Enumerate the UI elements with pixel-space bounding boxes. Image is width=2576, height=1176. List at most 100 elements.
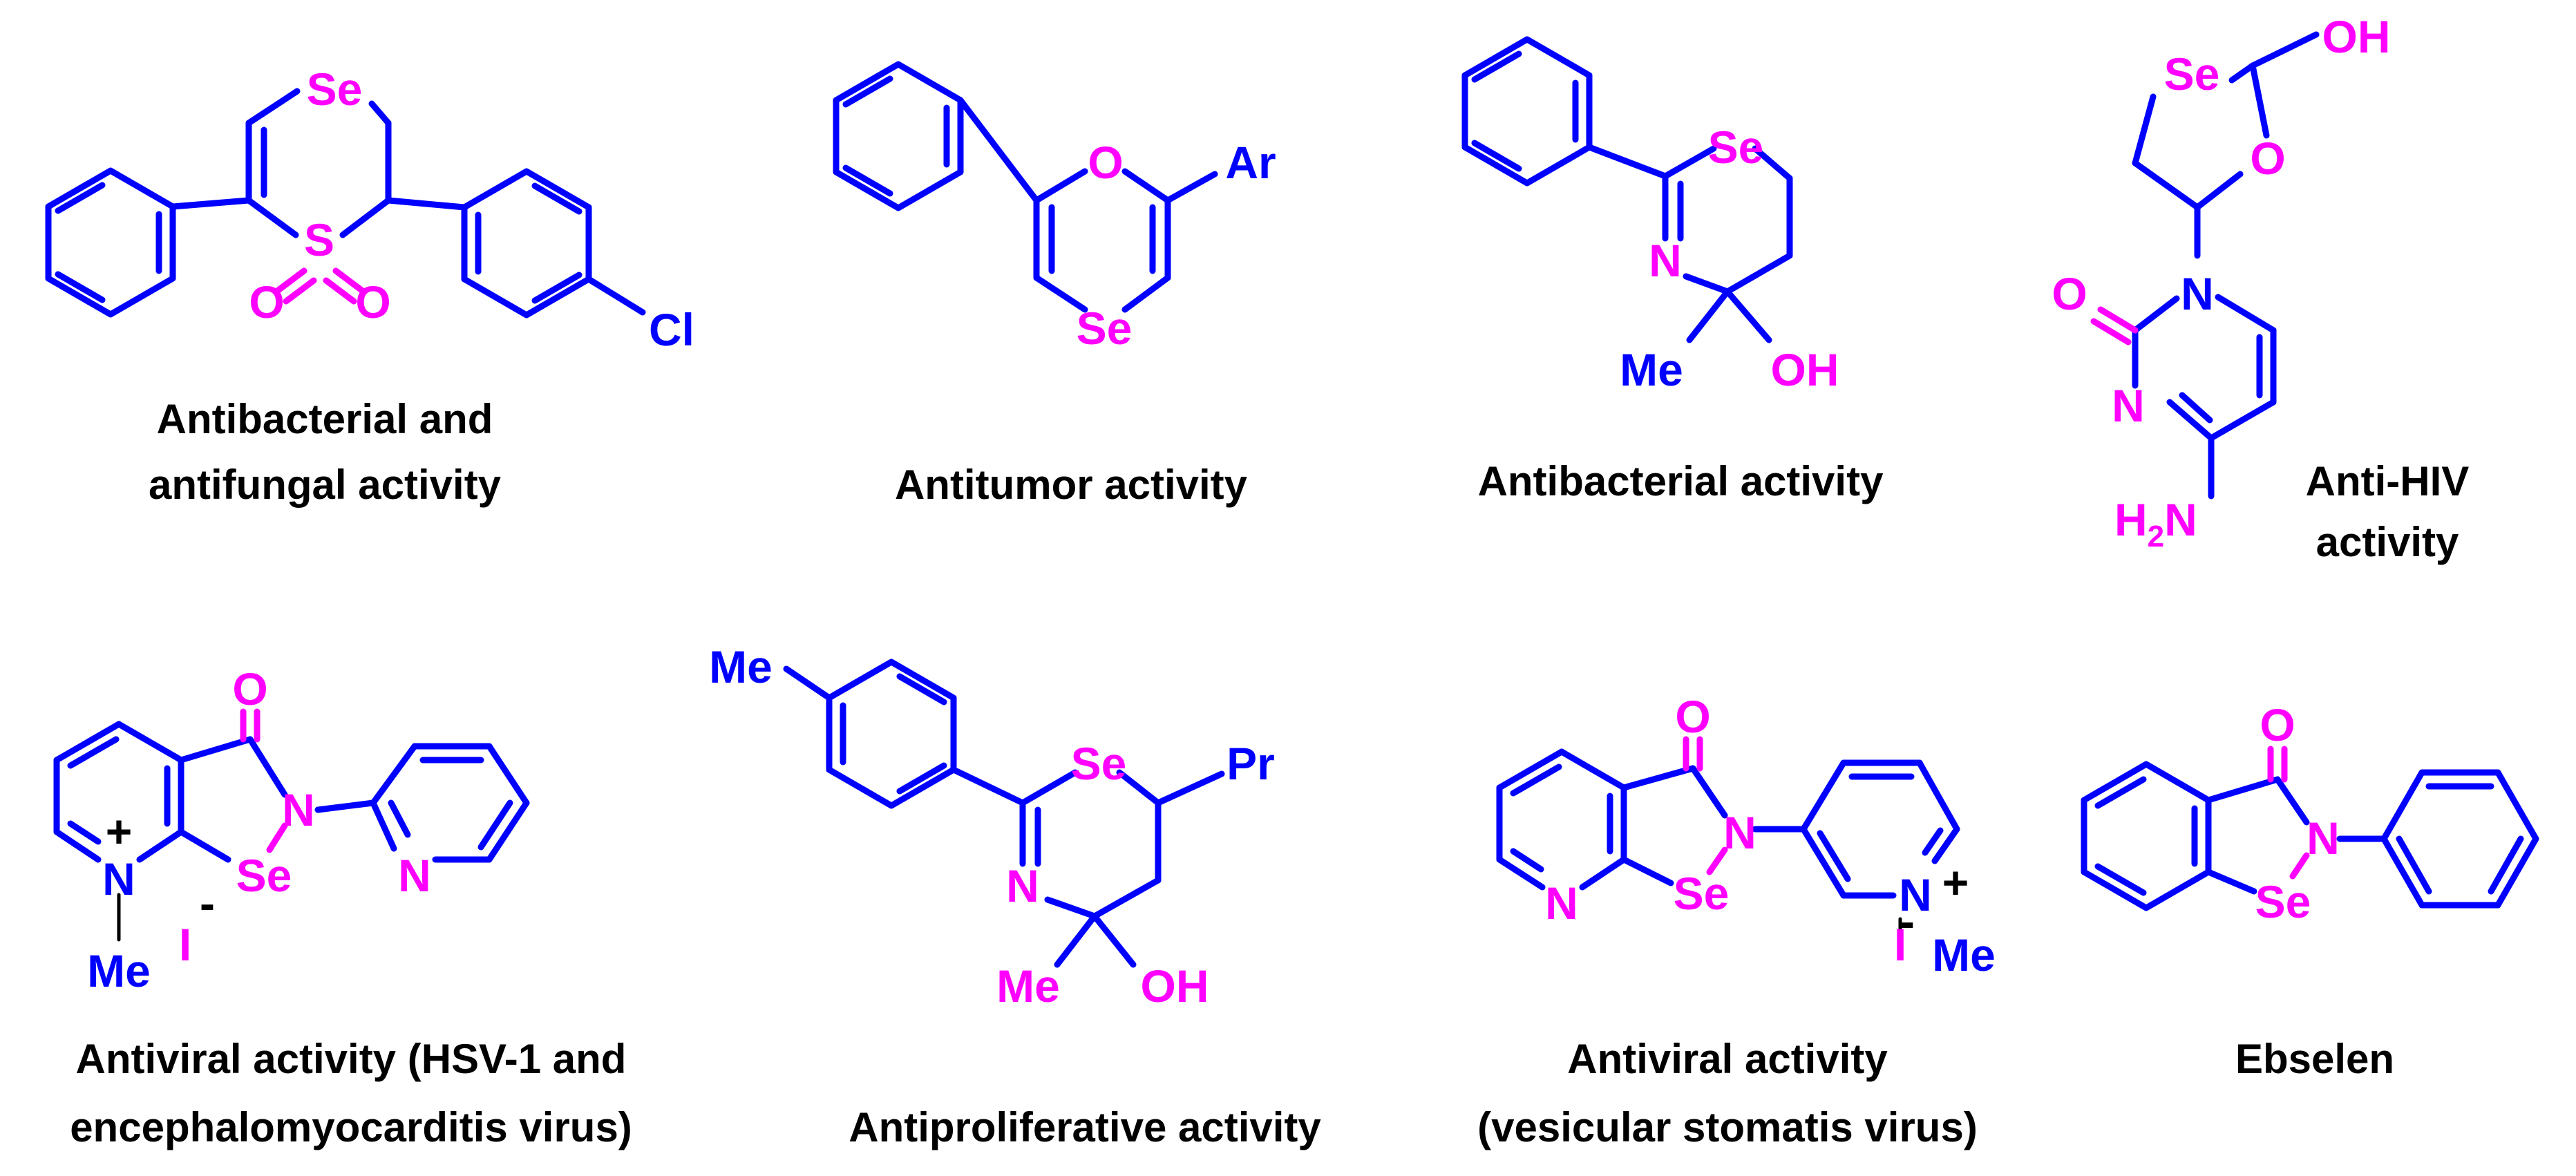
bond: [115, 721, 184, 764]
atom-o: O: [2052, 268, 2087, 319]
atom-se: Se: [1077, 303, 1133, 354]
bond: [1662, 145, 1717, 180]
bond: [2205, 869, 2257, 895]
molecule-6-antiproliferative: Me Se Pr N Me OH Antiproliferative activ…: [709, 641, 1321, 1150]
bond: [2215, 294, 2277, 334]
bond: [585, 276, 646, 316]
atom-o: O: [232, 663, 267, 714]
bond: [2249, 31, 2320, 69]
aromatic-double-bond: [2396, 835, 2432, 895]
bond: [1116, 769, 1162, 806]
bond: [1019, 769, 1079, 806]
caption: activity: [2316, 519, 2459, 565]
atom-se: Se: [1674, 868, 1730, 919]
sulfone-double-bond: [273, 267, 307, 295]
bond: [370, 799, 397, 852]
molecule-7-antiviral-vsv: O N Se N N + I - Me Antiviral activity (…: [1477, 691, 1996, 1150]
carbonyl-double-bond: [2090, 318, 2132, 345]
bond: [486, 799, 530, 863]
bond: [2205, 776, 2281, 804]
aromatic-double-bond: [2094, 776, 2147, 809]
atom-oh: OH: [1141, 960, 1209, 1012]
tolyl-ring: [826, 658, 957, 809]
bond: [2289, 852, 2310, 880]
bond: [1091, 877, 1162, 920]
atom-h: H: [2114, 494, 2148, 545]
aromatic-double-bond: [67, 820, 102, 845]
bond: [2249, 62, 2270, 139]
atom-cl: Cl: [649, 304, 694, 355]
ring-double-bond: [2166, 399, 2215, 442]
aromatic-double-bond: [67, 736, 120, 769]
aromatic-double-bond: [531, 182, 583, 215]
caption: Antiviral activity (HSV-1 and: [76, 1036, 627, 1082]
atom-ar: Ar: [1225, 137, 1276, 188]
bond: [2132, 295, 2180, 334]
bond: [2228, 62, 2256, 84]
aromatic-double-bond: [1510, 848, 1544, 873]
bond: [1091, 913, 1137, 968]
caption: Anti-HIV: [2306, 458, 2470, 504]
atom-n: N: [2307, 813, 2340, 864]
bond: [1724, 288, 1772, 343]
aromatic-double-bond: [1471, 50, 1522, 83]
atom-se: Se: [236, 850, 292, 901]
bond: [1033, 168, 1088, 204]
aromatic-double-bond: [531, 272, 583, 304]
bond: [1033, 274, 1088, 313]
atom-h-subscript: 2: [2148, 520, 2164, 553]
bond: [486, 743, 530, 806]
aromatic-double-bond: [842, 75, 893, 108]
atom-n: N: [2112, 380, 2145, 431]
bond: [1752, 145, 1793, 182]
carbonyl-double-bond: [2097, 306, 2139, 334]
bond: [1586, 144, 1669, 180]
aromatic-double-bond: [1510, 764, 1562, 797]
bond: [2274, 776, 2310, 826]
molecule-2-antitumor: O Se Ar Antitumor activity: [833, 61, 1276, 508]
atom-n-plus: N: [1899, 869, 1932, 920]
aromatic-double-bond: [896, 673, 947, 705]
bond: [178, 828, 231, 863]
bond: [266, 822, 288, 853]
bond: [783, 665, 833, 701]
sulfone-double-bond: [323, 277, 357, 305]
aromatic-double-bond: [388, 799, 411, 838]
caption: encephalomyocarditis virus): [70, 1104, 632, 1150]
atom-me: Me: [996, 960, 1060, 1012]
atom-o: O: [2250, 133, 2285, 184]
bond: [245, 88, 301, 126]
atom-oh: OH: [1771, 344, 1839, 395]
atom-n: N: [398, 850, 431, 901]
bond: [1579, 856, 1627, 891]
atom-me: Me: [1620, 344, 1683, 395]
molecule-5-antiviral-hsv1: O N Se N + N Me I - Antiviral activity (…: [53, 663, 632, 1150]
charge-plus: +: [1942, 857, 1969, 908]
bond: [1686, 288, 1731, 343]
bond: [245, 197, 299, 238]
bond: [1800, 759, 1847, 833]
aromatic-double-bond: [55, 182, 106, 214]
atom-o: O: [355, 276, 390, 328]
atom-n: N: [1006, 860, 1039, 911]
atom-se: Se: [307, 64, 363, 115]
bond: [385, 197, 468, 211]
atom-o: O: [249, 276, 284, 328]
bond: [2132, 93, 2157, 167]
aromatic-double-bond: [896, 762, 947, 795]
aromatic-double-bond: [477, 799, 513, 851]
aromatic-double-bond: [2094, 863, 2147, 896]
bond: [178, 736, 254, 764]
bond: [339, 197, 392, 238]
iodide-ion: I: [179, 919, 191, 970]
bond: [1724, 252, 1793, 295]
bond: [2132, 160, 2201, 211]
atom-se: Se: [2255, 876, 2311, 927]
atom-me: Me: [1932, 929, 1996, 980]
atom-n: N: [1649, 235, 1682, 286]
charge-plus: +: [106, 806, 133, 857]
bond: [370, 743, 418, 806]
atom-pr: Pr: [1227, 738, 1275, 789]
caption: Antibacterial activity: [1478, 458, 1884, 504]
